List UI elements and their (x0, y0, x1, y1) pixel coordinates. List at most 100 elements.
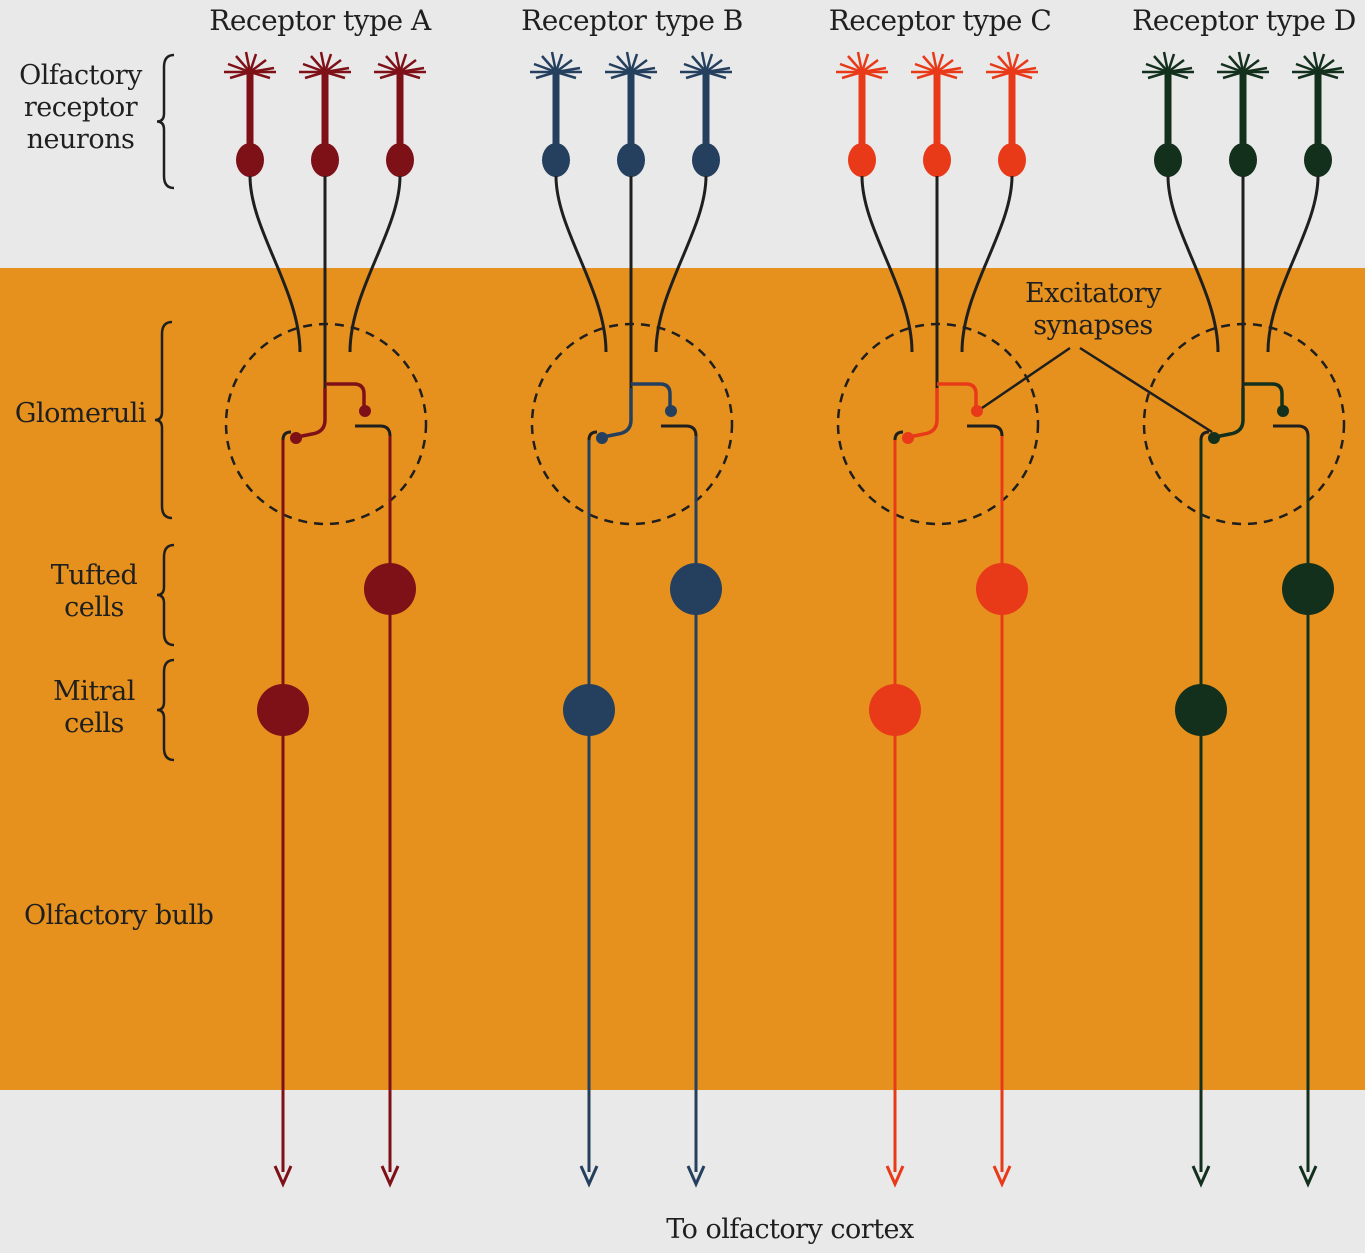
mitral-axon-arrowhead (579, 1165, 599, 1188)
mitral-cells-label: Mitral cells (24, 676, 164, 740)
label-brackets (154, 53, 175, 762)
tufted-cell (364, 563, 416, 615)
bracket-mitral-cells (156, 658, 175, 762)
dendrite-branch (555, 59, 573, 73)
receptor-type-b-label: Receptor type B (521, 4, 743, 37)
tufted-axon-arrowhead (1298, 1165, 1318, 1188)
synaptic-branch-tufted (1243, 382, 1284, 408)
dendrite-branch (244, 51, 252, 73)
bracket-tufted-cells (156, 543, 175, 647)
tufted-cell (670, 563, 722, 615)
mitral-cell (869, 684, 921, 736)
receptor-neuron-center (1217, 51, 1269, 388)
mitral-cells-line-2: cells (64, 707, 124, 739)
receptor-neuron-left (836, 51, 914, 353)
neuron-soma (998, 143, 1026, 177)
tufted-dendrite (355, 424, 392, 437)
dendrite-branch (1162, 51, 1170, 73)
dendrite-branch (310, 55, 326, 73)
neuron-soma (542, 143, 570, 177)
mitral-axon-arrowhead (885, 1165, 905, 1188)
receptor-neuron-right (960, 51, 1038, 353)
olfactory-bulb-label: Olfactory bulb (24, 900, 214, 931)
receptor-group-b (530, 51, 734, 1188)
excitatory-synapse-tufted (1277, 405, 1289, 417)
dendrite-branch (860, 53, 870, 73)
dendrite-branch (399, 59, 417, 73)
dendrite-branch (997, 55, 1013, 73)
dendrite-branch (554, 53, 564, 73)
dendrite-branch (922, 55, 938, 73)
dendrite-branch (1006, 51, 1014, 73)
dendrite-branch (377, 62, 401, 74)
excitatory-synapse-mitral (596, 432, 608, 444)
tufted-axon-arrowhead (380, 1165, 400, 1188)
glomerulus-outline (224, 322, 428, 526)
dendrite-branch (914, 62, 938, 74)
dendrite-branch (1166, 53, 1176, 73)
excitatory-synapses-line-2: synapses (1033, 309, 1153, 341)
dendrite-branch (847, 55, 863, 73)
dendrite-branch (1316, 53, 1326, 73)
excitatory-synapses-line-1: Excitatory (1025, 278, 1161, 309)
tufted-axon-arrowhead (686, 1165, 706, 1188)
dendrite-branch (989, 62, 1013, 74)
glomerulus-outline (1142, 322, 1346, 526)
dendrite-branch (704, 53, 714, 73)
tufted-cell (1282, 563, 1334, 615)
excitatory-synapse-mitral (1208, 432, 1220, 444)
neuron-soma (692, 143, 720, 177)
dendrite-branch (227, 62, 251, 74)
dendrite-branch (1167, 59, 1185, 73)
tufted-axon-arrowhead (992, 1165, 1012, 1188)
receptor-neuron-left (224, 51, 302, 353)
neuron-soma (386, 143, 414, 177)
dendrite-branch (324, 59, 342, 73)
dendrite-branch (1220, 62, 1244, 74)
synaptic-branch-tufted (325, 382, 366, 408)
olfactory-bulb-region (0, 268, 1365, 1090)
neuron-axon (348, 175, 402, 353)
dendrite-branch (319, 51, 327, 73)
dendrite-branch (541, 55, 557, 73)
dendrite-branch (700, 51, 708, 73)
synaptic-branch-mitral (908, 388, 939, 439)
excitatory-synapse-tufted (971, 405, 983, 417)
dendrite-branch (1011, 59, 1029, 73)
neuron-soma (617, 143, 645, 177)
receptor-neuron-right (654, 51, 732, 353)
dendrite-branch (935, 53, 945, 73)
dendrite-branch (931, 51, 939, 73)
dendrite-branch (302, 62, 326, 74)
mitral-cell (563, 684, 615, 736)
mitral-dendrite (893, 430, 904, 452)
excitatory-synapse-mitral (290, 432, 302, 444)
dendrite-branch (394, 51, 402, 73)
mitral-dendrite (281, 430, 292, 452)
glomerulus-outline (836, 322, 1040, 526)
tufted-cells-line-1: Tufted (50, 560, 138, 591)
neuron-soma (923, 143, 951, 177)
bracket-receptor-neurons (156, 53, 175, 190)
mitral-axon-arrowhead (1191, 1165, 1211, 1188)
dendrite-branch (625, 51, 633, 73)
dendrite-branch (683, 62, 707, 74)
dendrite-branch (398, 53, 408, 73)
receptor-neuron-left (1142, 51, 1220, 353)
dendrite-branch (249, 59, 267, 73)
receptor-neuron-center (911, 51, 963, 388)
olfactory-receptor-neurons-label: Olfactory receptor neurons (8, 60, 153, 156)
receptor-group-a (224, 51, 428, 1188)
receptor-group-d (1142, 51, 1346, 1188)
synaptic-branch-mitral (602, 388, 633, 439)
excitatory-synapses-label: Excitatory synapses (1000, 278, 1186, 342)
pointer-line-c (981, 346, 1071, 410)
dendrite-branch (248, 53, 258, 73)
neuron-axon (860, 175, 914, 353)
neuron-soma (1154, 143, 1182, 177)
tufted-cells-line-2: cells (64, 591, 124, 623)
synaptic-branch-tufted (631, 382, 672, 408)
dendrite-branch (1153, 55, 1169, 73)
tufted-cell (976, 563, 1028, 615)
